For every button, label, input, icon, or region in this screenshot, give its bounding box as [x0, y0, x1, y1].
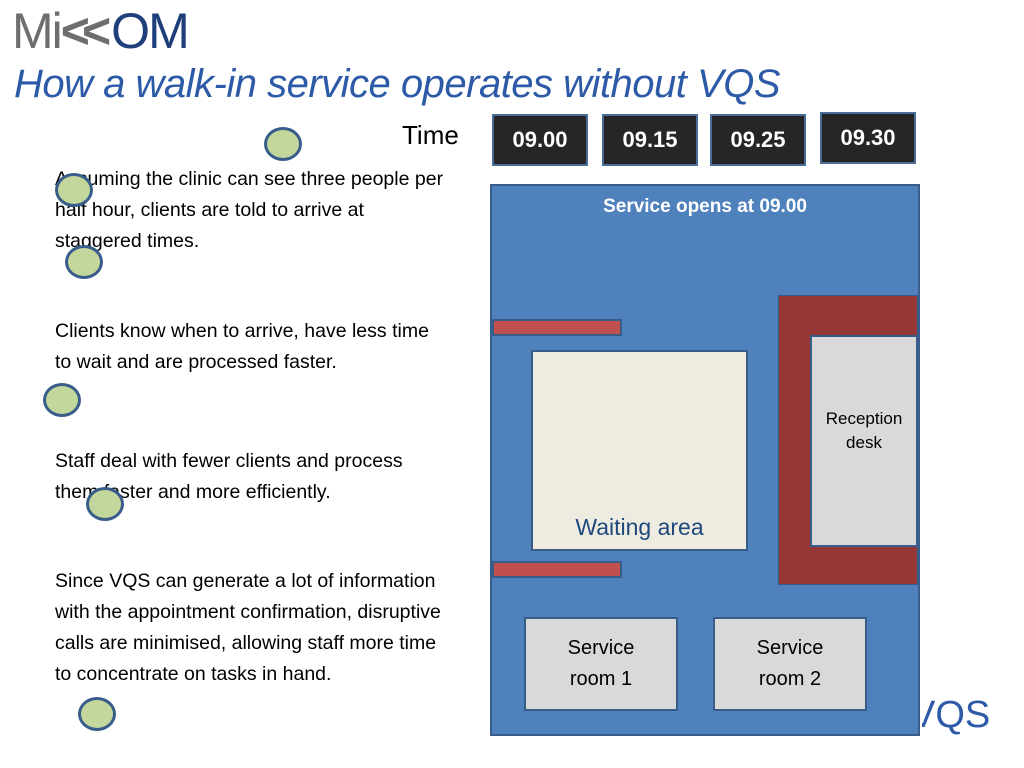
page-title: How a walk-in service operates without V… [14, 62, 781, 106]
time-label: Time [402, 120, 459, 150]
logo-text-k: << [60, 3, 111, 59]
paragraph-vqs-info: Since VQS can generate a lot of informat… [55, 570, 441, 685]
vqs-text-fragment: VQS [922, 694, 991, 736]
service-room-1-label: Service room 1 [567, 637, 635, 690]
reception-desk-label: Reception desk [825, 409, 903, 452]
client-circle [86, 487, 124, 521]
time-box-1: 09.00 [492, 114, 588, 166]
service-room-1: Service room 1 [524, 617, 678, 711]
logo-text-mi: Mi [12, 3, 63, 59]
client-circle [78, 697, 116, 731]
service-room-2: Service room 2 [713, 617, 867, 711]
waiting-area: Waiting area [531, 350, 748, 551]
mikom-logo: Mi<<OM [12, 3, 190, 59]
paragraph-staff: Staff deal with fewer clients and proces… [55, 450, 403, 503]
client-circle [43, 383, 81, 417]
waiting-area-label: Waiting area [575, 514, 704, 540]
client-circle [264, 127, 302, 161]
service-room-2-label: Service room 2 [756, 637, 824, 690]
client-circle [65, 245, 103, 279]
entrance-bar-top [492, 319, 622, 336]
client-circle [55, 173, 93, 207]
time-box-2: 09.15 [602, 114, 698, 166]
logo-text-om: OM [111, 3, 190, 59]
time-box-4: 09.30 [820, 112, 916, 164]
floor-plan-title: Service opens at 09.00 [603, 196, 807, 217]
reception-desk: Reception desk [810, 335, 918, 547]
paragraph-staggered: Assuming the clinic can see three people… [55, 168, 444, 252]
entrance-bar-bottom [492, 561, 622, 578]
time-box-3: 09.25 [710, 114, 806, 166]
paragraph-clients: Clients know when to arrive, have less t… [55, 320, 429, 373]
